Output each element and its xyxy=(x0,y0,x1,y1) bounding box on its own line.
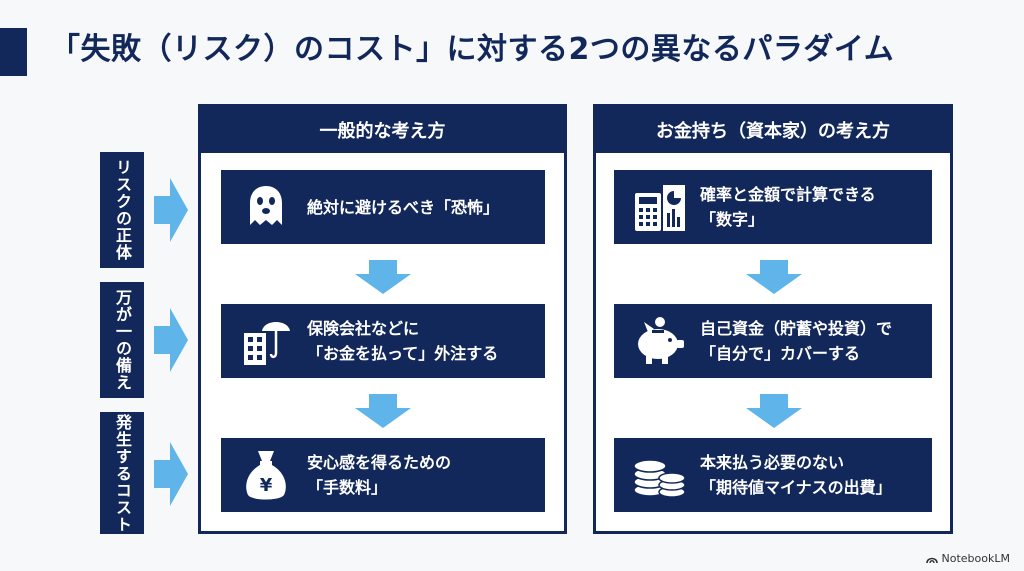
column-header-general: 一般的な考え方 xyxy=(201,107,564,153)
row-label-incurred-cost: 発生するコスト xyxy=(100,412,144,534)
card-numbers: 確率と金額で計算できる 「数字」 xyxy=(614,170,932,244)
down-arrow-icon xyxy=(355,394,411,428)
card-text-line: 安心感を得るための xyxy=(307,453,452,472)
money-bag-yen-icon: ¥ xyxy=(237,446,295,504)
card-text-line: 自己資金（貯蓄や投資）で xyxy=(700,319,893,338)
row-label-contingency: 万が一の備え xyxy=(100,282,144,398)
card-text-line: 本来払う必要のない xyxy=(700,453,845,472)
down-arrow-icon xyxy=(746,394,802,428)
right-arrow-icon xyxy=(154,308,188,372)
right-arrow-icon xyxy=(154,442,188,506)
title-accent-bar xyxy=(0,28,27,76)
piggy-bank-icon xyxy=(630,312,688,370)
right-arrow-icon xyxy=(154,178,188,242)
card-self-cover: 自己資金（貯蓄や投資）で 「自分で」カバーする xyxy=(614,304,932,378)
page-title: 「失敗（リスク）のコスト」に対する2つの異なるパラダイム xyxy=(50,32,895,67)
card-fee: ¥ 安心感を得るための 「手数料」 xyxy=(221,438,545,512)
card-text-line: 「手数料」 xyxy=(307,478,388,497)
card-text-line: 「自分で」カバーする xyxy=(700,344,861,363)
card-text-line: 「お金を払って」外注する xyxy=(307,344,499,363)
card-text-line: 絶対に避けるべき「恐怖」 xyxy=(307,197,500,217)
building-umbrella-icon xyxy=(237,312,295,370)
ghost-icon xyxy=(237,178,295,236)
column-header-capitalist: お金持ち（資本家）の考え方 xyxy=(596,107,950,153)
card-negative-ev: 本来払う必要のない 「期待値マイナスの出費」 xyxy=(614,438,932,512)
brand-watermark: NotebookLM xyxy=(925,552,1010,565)
card-fear: 絶対に避けるべき「恐怖」 xyxy=(221,170,545,244)
brand-label: NotebookLM xyxy=(941,552,1010,565)
notebooklm-logo-icon xyxy=(925,557,938,563)
row-label-risk-nature: リスクの正体 xyxy=(100,152,144,268)
card-text-line: 「期待値マイナスの出費」 xyxy=(700,478,892,497)
card-insurance: 保険会社などに 「お金を払って」外注する xyxy=(221,304,545,378)
svg-text:¥: ¥ xyxy=(260,475,273,496)
card-text-line: 保険会社などに xyxy=(307,319,420,338)
down-arrow-icon xyxy=(355,260,411,294)
coin-stack-icon xyxy=(630,446,688,504)
calculator-chart-icon xyxy=(630,178,688,236)
card-text-line: 確率と金額で計算できる xyxy=(700,185,876,204)
down-arrow-icon xyxy=(746,260,802,294)
card-text-line: 「数字」 xyxy=(700,210,765,229)
